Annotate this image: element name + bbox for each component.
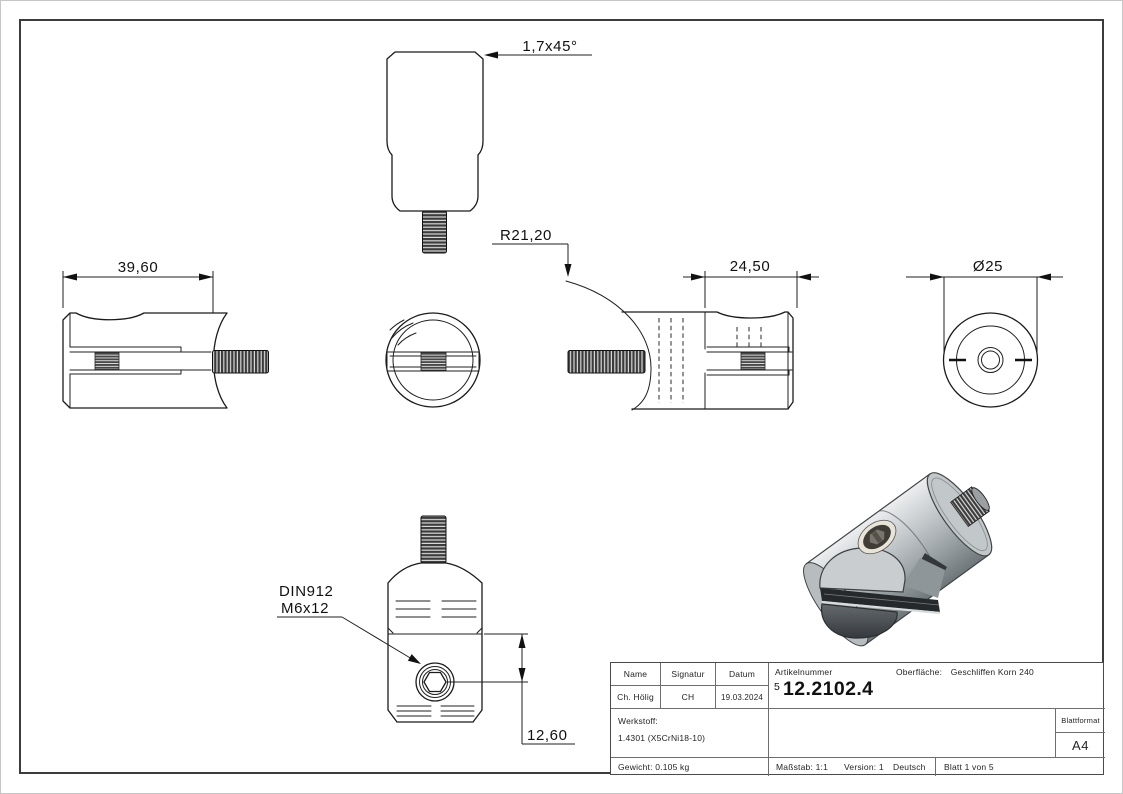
title-block: Name Signatur Datum Ch. Hölig CH 19.03.2… (610, 662, 1105, 776)
sheet-format-label: Blattformat (1056, 709, 1105, 733)
title-block-signature-label: Signatur (661, 663, 716, 686)
surface-label: Oberfläche: (896, 667, 943, 677)
sheet-format-value: A4 (1072, 737, 1089, 753)
language-value: Deutsch (893, 762, 926, 772)
weight-cell: Gewicht: 0.105 kg (611, 758, 769, 776)
version-value: Version: 1 (844, 762, 884, 772)
article-label: Artikelnummer (775, 667, 833, 677)
title-block-name-value: Ch. Hölig (611, 686, 661, 709)
surface-value: Geschliffen Korn 240 (950, 667, 1034, 677)
scale-cell: Maßstab: 1:1 Version: 1 Deutsch (769, 758, 936, 776)
dim-left-width-label: 39,60 (118, 259, 159, 276)
screw-spec-line1: DIN912 (279, 583, 333, 600)
sheet-format-cell: Blattformat A4 (1056, 709, 1105, 758)
sheet-cell: Blatt 1 von 5 (944, 762, 994, 772)
end-view: Ø25 (906, 258, 1063, 408)
side-view-left: 39,60 (62, 259, 269, 409)
top-view: 1,7x45° R21,20 (386, 38, 652, 411)
material-label: Werkstoff: (618, 716, 658, 726)
title-block-name-label: Name (611, 663, 661, 686)
bottom-view: 12,60 DIN912 M6x12 (277, 515, 575, 745)
empty-cell (769, 709, 1056, 758)
article-number: 12.2102.4 (783, 678, 874, 700)
dim-right-width-label: 24,50 (730, 258, 771, 275)
scale-value: Maßstab: 1:1 (776, 762, 829, 772)
material-cell: Werkstoff: 1.4301 (X5CrNi18-10) (611, 709, 769, 758)
break-arc (565, 280, 652, 411)
title-block-signature-value: CH (661, 686, 716, 709)
article-cell: Artikelnummer Oberfläche: Geschliffen Ko… (769, 663, 1105, 709)
screw-spec-line2: M6x12 (281, 600, 329, 617)
article-number-prefix: 5 (774, 681, 781, 693)
dim-screw-offset-label: 12,60 (527, 727, 568, 744)
dim-radius-label: R21,20 (500, 227, 552, 244)
reflection-arcs (389, 319, 417, 346)
dim-chamfer-label: 1,7x45° (522, 38, 577, 55)
isometric-view (803, 472, 993, 647)
hex-socket-3d (857, 519, 897, 555)
hex-socket (423, 671, 447, 693)
front-view (385, 312, 481, 408)
drawing-frame (19, 19, 1104, 774)
title-block-date-value: 19.03.2024 (716, 686, 769, 709)
material-value: 1.4301 (X5CrNi18-10) (618, 733, 706, 743)
title-block-date-label: Datum (716, 663, 769, 686)
dim-diameter-label: Ø25 (973, 258, 1003, 275)
side-view-right: 24,50 (567, 258, 819, 410)
